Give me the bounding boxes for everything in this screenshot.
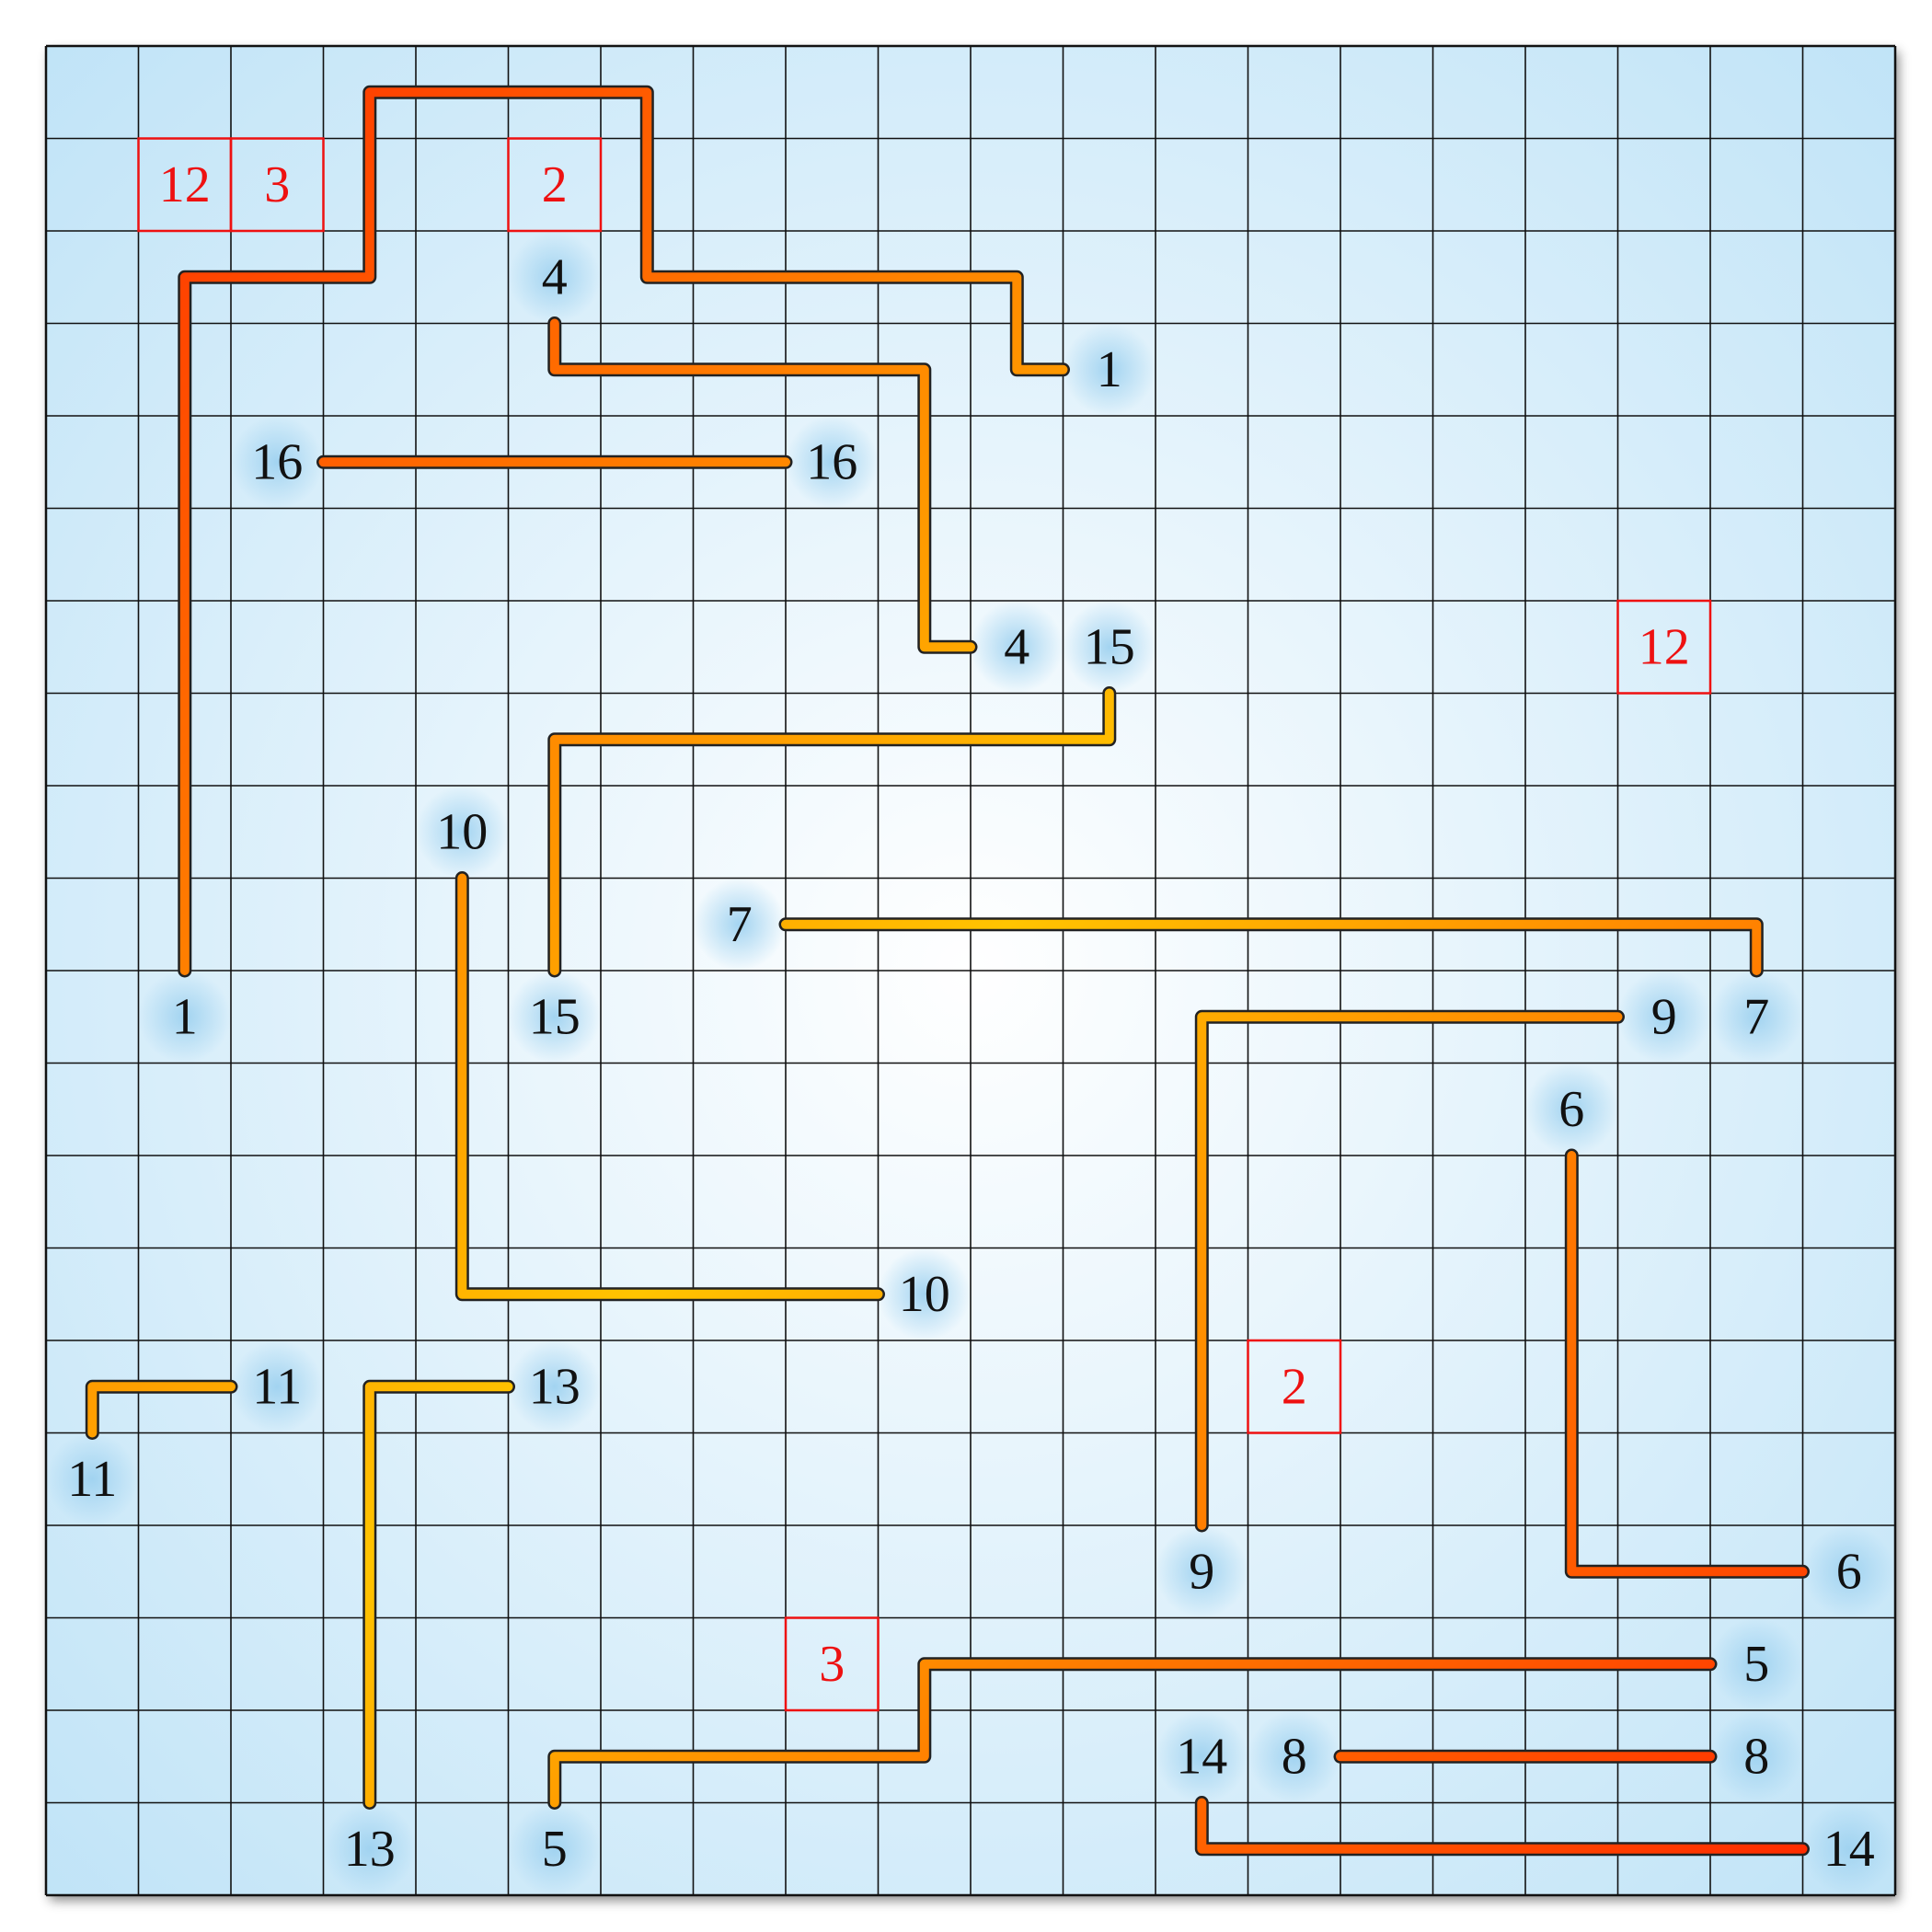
path-13 [364, 1382, 513, 1808]
marker-label-2-2: 2 [542, 156, 568, 213]
endpoint-glow-10-9 [878, 1248, 971, 1340]
endpoint-glow-16-5 [786, 416, 879, 509]
endpoint-glow-7-10 [693, 878, 786, 971]
endpoint-glow-6-14 [1525, 1063, 1618, 1156]
endpoint-label-10-8: 10 [436, 803, 488, 860]
endpoint-glow-10-8 [416, 786, 509, 879]
path-14 [1197, 1798, 1808, 1854]
endpoint-label-7-10: 7 [727, 896, 753, 953]
path-1 [179, 87, 1068, 975]
marker-label-3-5: 3 [819, 1636, 845, 1693]
marker-box-3-1 [229, 137, 325, 233]
endpoint-label-8-25: 8 [1743, 1728, 1769, 1785]
endpoint-label-11-17: 11 [67, 1451, 117, 1508]
endpoint-label-4-3: 4 [1004, 618, 1029, 675]
endpoint-glow-6-15 [1802, 1525, 1895, 1618]
endpoint-glow-14-22 [1156, 1710, 1248, 1803]
endpoint-glow-4-2 [508, 231, 601, 324]
endpoint-glow-15-7 [508, 971, 601, 1064]
path-11 [87, 1382, 236, 1438]
path-layer [85, 85, 1810, 1857]
marker-box-2-4 [1247, 1339, 1342, 1434]
endpoint-label-10-9: 10 [899, 1266, 950, 1323]
endpoint-glow-9-13 [1156, 1525, 1248, 1618]
endpoint-label-4-2: 4 [542, 248, 568, 305]
endpoint-glow-8-24 [1248, 1710, 1340, 1803]
endpoint-label-11-16: 11 [252, 1358, 302, 1415]
endpoint-label-15-7: 15 [529, 988, 581, 1045]
endpoint-glow-7-11 [1710, 971, 1803, 1064]
marker-label-3-1: 3 [264, 156, 290, 213]
endpoint-label-15-6: 15 [1084, 618, 1135, 675]
endpoint-glow-13-19 [323, 1802, 416, 1895]
endpoint-label-9-12: 9 [1651, 988, 1677, 1045]
endpoint-label-13-18: 13 [529, 1358, 581, 1415]
endpoint-label-1-1: 1 [172, 988, 198, 1045]
marker-box-12-3 [1616, 599, 1712, 695]
path-15 [549, 688, 1114, 975]
path-5 [549, 1659, 1715, 1808]
marker-layer: 12 3 2 12 2 3 [137, 137, 1712, 1712]
grid-lines [44, 44, 1897, 1897]
endpoint-glow-9-12 [1617, 971, 1710, 1064]
path-4 [549, 318, 975, 652]
endpoint-glow-4-3 [971, 601, 1064, 694]
endpoint-label-14-22: 14 [1176, 1728, 1227, 1785]
marker-box-2-2 [507, 137, 603, 233]
path-10 [457, 873, 883, 1299]
endpoint-glow-layer [46, 231, 1895, 1895]
marker-label-12-3: 12 [1639, 618, 1690, 675]
endpoint-glow-15-6 [1063, 601, 1156, 694]
endpoint-glow-11-17 [46, 1432, 139, 1525]
endpoint-label-13-19: 13 [344, 1821, 396, 1878]
endpoint-glow-8-25 [1710, 1710, 1803, 1803]
endpoint-glow-13-18 [508, 1340, 601, 1433]
path-6 [1567, 1151, 1808, 1577]
endpoint-label-5-20: 5 [1743, 1636, 1769, 1693]
endpoint-label-14-23: 14 [1823, 1821, 1875, 1878]
endpoint-label-16-5: 16 [806, 433, 857, 490]
endpoint-glow-5-21 [508, 1802, 601, 1895]
endpoint-label-6-14: 6 [1558, 1081, 1584, 1138]
endpoint-label-16-4: 16 [251, 433, 303, 490]
endpoint-label-7-11: 7 [1743, 988, 1769, 1045]
endpoint-glow-11-16 [231, 1340, 324, 1433]
path-7 [781, 919, 1762, 975]
endpoint-glow-5-20 [1710, 1617, 1803, 1710]
endpoint-glow-1-0 [1063, 323, 1156, 416]
marker-box-3-5 [784, 1616, 880, 1712]
path-9 [1197, 1012, 1623, 1530]
endpoint-label-1-0: 1 [1097, 341, 1122, 398]
endpoint-label-5-21: 5 [542, 1821, 568, 1878]
endpoint-label-8-24: 8 [1282, 1728, 1307, 1785]
endpoint-glow-16-4 [231, 416, 324, 509]
endpoint-glow-1-1 [138, 971, 231, 1064]
endpoint-glow-14-23 [1802, 1802, 1895, 1895]
marker-label-2-4: 2 [1282, 1358, 1307, 1415]
marker-label-12-0: 12 [159, 156, 211, 213]
endpoint-label-6-15: 6 [1836, 1543, 1862, 1600]
endpoint-label-9-13: 9 [1189, 1543, 1214, 1600]
